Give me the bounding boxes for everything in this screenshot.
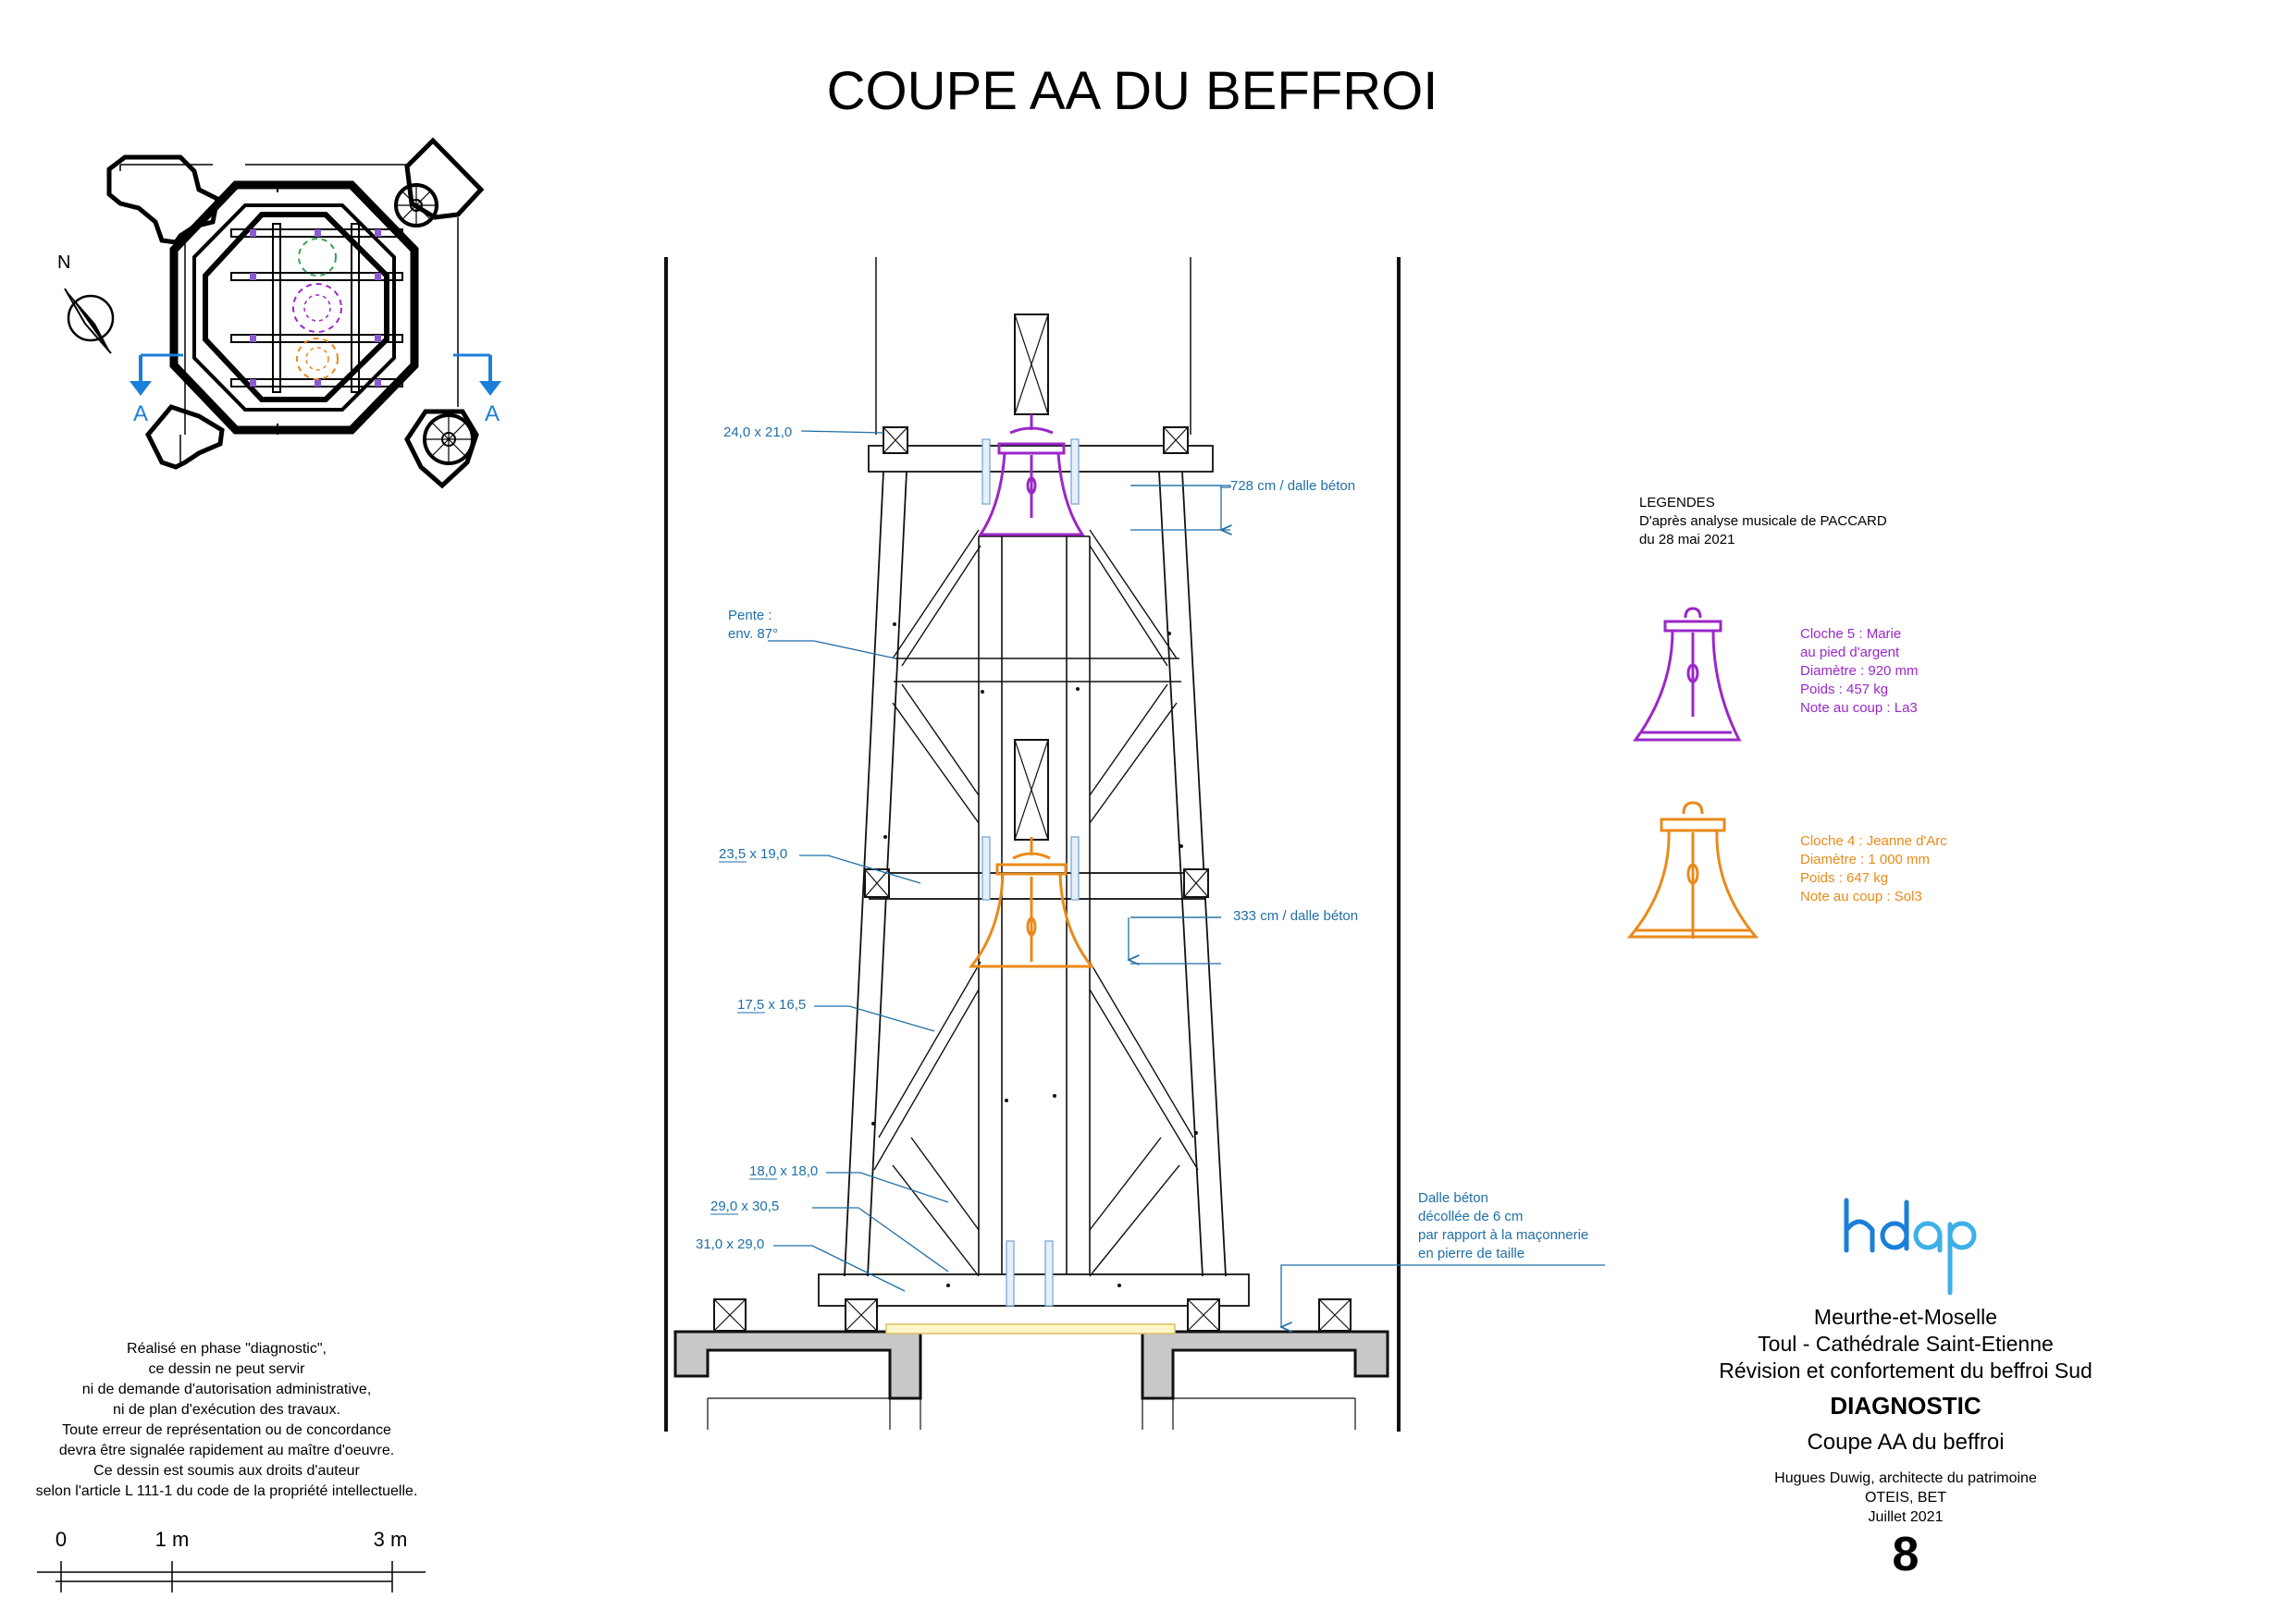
bell5-line-3: Diamètre : 920 mm (1800, 663, 1919, 679)
tb-project: Révision et confortement du beffroi Sud (1719, 1359, 2092, 1383)
bell4-line-3: Poids : 647 kg (1800, 870, 1888, 886)
disclaimer-line: selon l'article L 111-1 du code de la pr… (35, 1483, 418, 1499)
tb-phase: DIAGNOSTIC (1830, 1392, 1981, 1420)
beffroi-section (664, 257, 1401, 1432)
tb-author: Hugues Duwig, architecte du patrimoine (1774, 1470, 2037, 1486)
bell-4-section (968, 837, 1095, 968)
level-lower: 333 cm / dalle béton (1233, 908, 1358, 924)
tb-date: Juillet 2021 (1868, 1509, 1944, 1525)
title-block: Meurthe-et-Moselle Toul - Cathédrale Sai… (1656, 1304, 2155, 1582)
dim-label-2: 23,5 x 19,0 (719, 846, 787, 862)
scale-label-1m: 1 m (155, 1528, 190, 1551)
disclaimer-line: ce dessin ne peut servir (148, 1361, 305, 1377)
tb-site: Toul - Cathédrale Saint-Etienne (1758, 1332, 2054, 1356)
bell-5-icon (1633, 607, 1742, 742)
tb-sheet-name: Coupe AA du beffroi (1807, 1430, 2005, 1455)
level-upper: 728 cm / dalle béton (1230, 478, 1355, 494)
slab-note-3: par rapport à la maçonnerie (1418, 1227, 1588, 1243)
tb-department: Meurthe-et-Moselle (1813, 1305, 1998, 1329)
slab-note-1: Dalle béton (1418, 1190, 1488, 1206)
tb-sheet-number: 8 (1892, 1528, 1920, 1581)
sheet-title: COUPE AA DU BEFFROI (827, 61, 1438, 121)
section-mark-right: A (485, 401, 500, 426)
bell5-line-4: Poids : 457 kg (1800, 682, 1888, 697)
disclaimer-line: ni de plan d'exécution des travaux. (113, 1402, 340, 1418)
dim-label-4: 18,0 x 18,0 (749, 1163, 818, 1179)
legend-subtitle-2: du 28 mai 2021 (1639, 532, 1734, 547)
disclaimer-line: Réalisé en phase "diagnostic", (127, 1341, 327, 1357)
disclaimer: Réalisé en phase "diagnostic", ce dessin… (9, 1339, 444, 1502)
scale-label-3m: 3 m (374, 1528, 408, 1551)
legend: LEGENDES D'après analyse musicale de PAC… (1626, 495, 1947, 939)
scale-bar: 0 1 m 3 m (37, 1528, 426, 1592)
section-mark-left: A (133, 401, 148, 426)
disclaimer-line: ni de demande d'autorisation administrat… (81, 1382, 372, 1397)
disclaimer-line: Ce dessin est soumis aux droits d'auteur (93, 1463, 360, 1479)
hdap-logo: hdap (1844, 1198, 1977, 1296)
bell4-line-4: Note au coup : Sol3 (1800, 889, 1922, 904)
slope-label-2: env. 87° (728, 626, 778, 642)
disclaimer-line: devra être signalée rapidement au maître… (58, 1443, 395, 1458)
legend-subtitle-1: D'après analyse musicale de PACCARD (1639, 513, 1887, 529)
disclaimer-line: Toute erreur de représentation ou de con… (62, 1422, 391, 1438)
dim-label-6: 31,0 x 29,0 (696, 1236, 764, 1252)
dim-label-3: 17,5 x 16,5 (737, 997, 806, 1013)
slab-note-4: en pierre de taille (1418, 1246, 1524, 1261)
north-label: N (57, 252, 70, 273)
bell-4-icon (1626, 801, 1759, 939)
bell4-line-1: Cloche 4 : Jeanne d'Arc (1800, 833, 1947, 849)
dim-label-5: 29,0 x 30,5 (710, 1199, 779, 1214)
bell5-line-1: Cloche 5 : Marie (1800, 626, 1901, 642)
dim-label-1: 24,0 x 21,0 (723, 424, 792, 440)
key-plan: A A N (57, 137, 501, 489)
bell-5-section (978, 414, 1085, 536)
tb-bet: OTEIS, BET (1864, 1490, 1946, 1506)
slab-note-2: décollée de 6 cm (1418, 1209, 1523, 1224)
legend-title: LEGENDES (1639, 495, 1715, 510)
bell4-line-2: Diamètre : 1 000 mm (1800, 852, 1930, 867)
bell5-line-2: au pied d'argent (1800, 645, 1900, 660)
slope-label-1: Pente : (728, 608, 772, 623)
bell5-line-5: Note au coup : La3 (1800, 700, 1918, 716)
scale-label-0: 0 (56, 1528, 67, 1551)
